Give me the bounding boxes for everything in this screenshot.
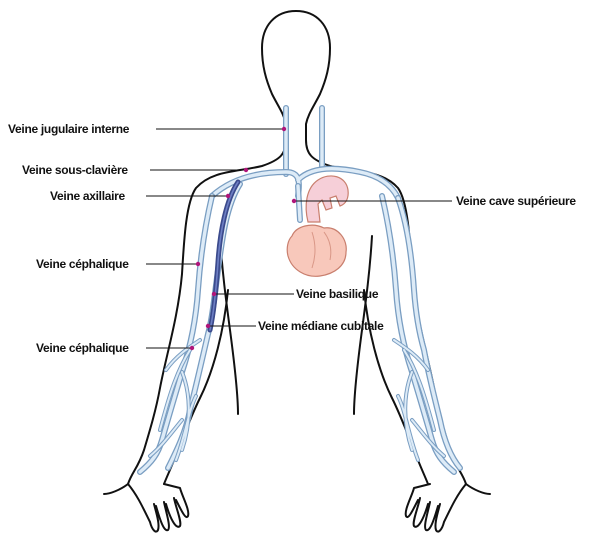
label-cephalique-lower: Veine céphalique (36, 341, 129, 355)
label-basilique: Veine basilique (296, 287, 379, 301)
body-outline (104, 11, 490, 532)
left-cephalic-vein (140, 196, 212, 472)
right-hand (406, 484, 490, 532)
dot-sous-claviere (244, 168, 248, 172)
dot-mediane-cubitale (206, 324, 210, 328)
label-cave-superieure: Veine cave supérieure (456, 194, 576, 208)
head-outline (128, 11, 296, 484)
dot-cephalique-lower (190, 346, 194, 350)
dot-jugular (282, 127, 286, 131)
heart (287, 225, 346, 276)
left-hand (104, 484, 188, 532)
label-jugulaire-interne: Veine jugulaire interne (8, 122, 130, 136)
dot-basilique (212, 292, 216, 296)
label-sous-claviere: Veine sous-clavière (22, 163, 128, 177)
dot-cave-superieure (292, 199, 296, 203)
label-cephalique-upper: Veine céphalique (36, 257, 129, 271)
dot-cephalique-upper (196, 262, 200, 266)
label-mediane-cubitale: Veine médiane cubitale (258, 319, 384, 333)
label-axillaire: Veine axillaire (50, 189, 126, 203)
dot-axillaire (226, 194, 230, 198)
vena-cava-inner (298, 186, 300, 220)
aorta (306, 176, 348, 222)
